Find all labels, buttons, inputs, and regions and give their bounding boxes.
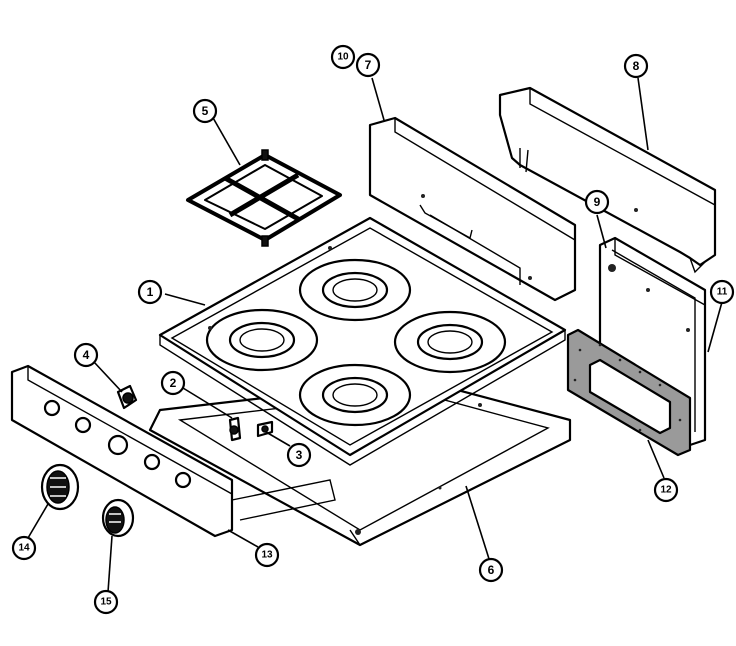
- callout-14: 14: [11, 535, 37, 561]
- callout-label: 4: [83, 348, 90, 362]
- callout-label: 15: [100, 597, 112, 608]
- callout-15: 15: [93, 589, 119, 615]
- leader-lines: [27, 77, 723, 593]
- insulation-plate: [566, 328, 692, 457]
- callout-5: 5: [192, 98, 218, 124]
- callout-label: 13: [261, 550, 273, 561]
- callout-13: 13: [254, 542, 280, 568]
- callout-label: 10: [337, 52, 349, 63]
- callout-4: 4: [73, 342, 99, 368]
- callout-2: 2: [160, 370, 186, 396]
- valve: [116, 384, 138, 410]
- callout-label: 9: [594, 195, 601, 209]
- back-panel: [368, 116, 577, 302]
- callout-1: 1: [137, 279, 163, 305]
- back-guard-cover: [498, 86, 717, 274]
- callout-3: 3: [286, 442, 312, 468]
- callout-6: 6: [478, 557, 504, 583]
- clip: [256, 420, 274, 438]
- callout-8: 8: [623, 53, 649, 79]
- cooktop: [158, 216, 567, 466]
- callout-label: 11: [717, 287, 728, 298]
- callout-label: 12: [660, 485, 672, 496]
- callout-label: 6: [488, 563, 495, 577]
- callout-11: 11: [709, 279, 735, 305]
- knob: [40, 463, 80, 511]
- burner-grate: [186, 149, 342, 247]
- control-panel: [10, 364, 336, 538]
- callout-label: 8: [633, 59, 640, 73]
- callout-10: 10: [330, 44, 356, 70]
- callout-label: 5: [202, 104, 209, 118]
- callout-label: 3: [296, 448, 303, 462]
- callout-label: 1: [147, 285, 154, 299]
- callout-12: 12: [653, 477, 679, 503]
- orifice: [228, 416, 242, 442]
- callout-7: 7: [355, 52, 381, 78]
- callout-label: 2: [170, 376, 177, 390]
- callout-9: 9: [584, 189, 610, 215]
- callout-label: 14: [18, 543, 30, 554]
- knob-skirt: [101, 498, 135, 538]
- callout-label: 7: [365, 58, 372, 72]
